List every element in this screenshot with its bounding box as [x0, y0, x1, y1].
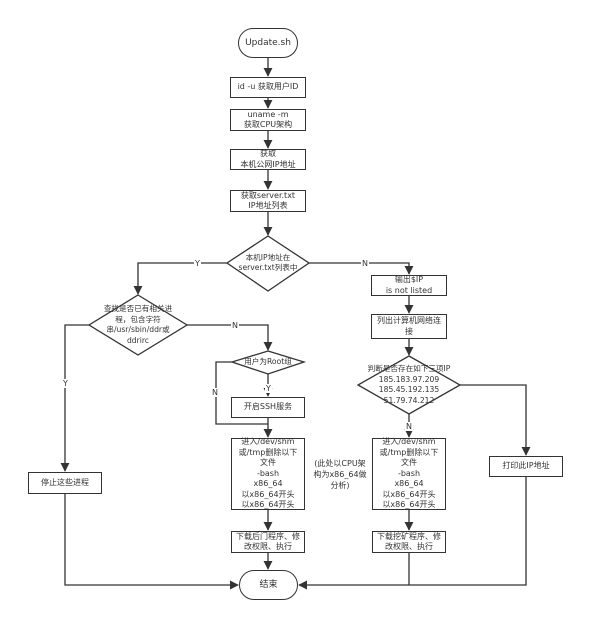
edge-in-list-yes [133, 262, 227, 295]
decision-root: 用户为Root组 [244, 356, 292, 366]
edge-label-root-no: N [211, 388, 219, 397]
edge-printip-end [409, 477, 527, 586]
decision-in-list: 本机IP地址在 server.txt列表中 [238, 252, 298, 273]
get-ip-box: 获取 本机公网IP地址 [230, 149, 306, 170]
edge-label-process-yes: Y [62, 379, 69, 388]
get-list-box: 获取server.txt IP地址列表 [230, 190, 306, 212]
edge-label-yes: Y [194, 259, 201, 268]
get-cpu-box: uname -m 获取CPU架构 [230, 109, 306, 131]
edge-process-yes [60, 324, 89, 472]
output-not-listed-box: 输出$IP is not listed [371, 275, 447, 296]
decision-in-list-shape [225, 235, 311, 292]
print-ip-box: 打印此IP地址 [489, 456, 563, 477]
download-backdoor-box: 下载后门程序、修 改权限、执行 [231, 531, 305, 553]
start-terminal: Update.sh [238, 28, 298, 58]
edge-ips-yes [460, 384, 531, 456]
get-uid-box: id -u 获取用户ID [230, 77, 306, 98]
edge-stop-end [64, 494, 239, 590]
edge-label-ips-no: N [405, 422, 413, 431]
edge-label-root-yes: Y [265, 384, 272, 393]
decision-process: 查找是否已有相关进 程，包含字符 串/usr/sbin/ddr或 ddrirc [103, 304, 173, 345]
start-ssh-box: 开启SSH服务 [231, 397, 305, 418]
edge-in-list-no [309, 262, 414, 275]
cleanup-right-box: 进入/dev/shm 或/tmp删除以下 文件 -bash x86_64 以x8… [372, 437, 446, 510]
end-terminal: 结束 [239, 570, 298, 600]
list-connections-box: 列出计算机网络连 接 [371, 314, 447, 339]
edge-process-no [187, 324, 273, 351]
stop-process-box: 停止这些进程 [28, 472, 102, 494]
cleanup-left-box: 进入/dev/shm 或/tmp删除以下 文件 -bash x86_64 以x8… [231, 437, 305, 510]
edge-label-no: N [361, 259, 369, 268]
download-miner-box: 下载挖矿程序、修 改权限、执行 [372, 531, 446, 553]
decision-ips: 判断是否存在如下三项IP 185.183.97.209 185.45.192.1… [367, 364, 451, 405]
cpu-note: (此处以CPU架 构为x86_64做 分析) [313, 459, 367, 490]
edge-label-process-no: N [231, 321, 239, 330]
decision-process-shape [87, 294, 189, 356]
edge-miner-end [298, 553, 410, 590]
